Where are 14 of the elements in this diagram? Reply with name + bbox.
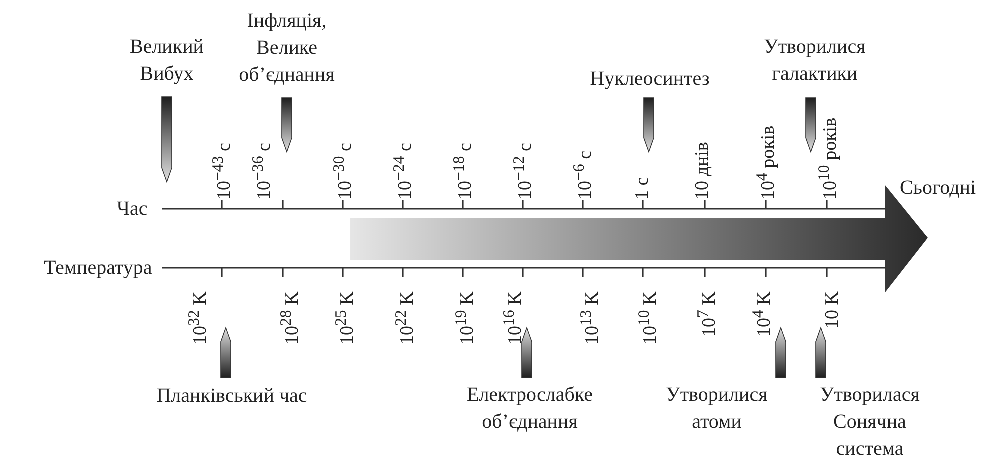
event-label: Планківський час — [156, 384, 308, 409]
event-label: Електрослабке об’єднання — [466, 383, 594, 435]
axis-label: Час — [117, 198, 148, 220]
event-label: Великий Вибух — [128, 35, 206, 87]
axis-label: Сьогодні — [900, 176, 976, 200]
temperature-tick-label: 10 K — [823, 292, 843, 329]
event-label: Утворилася Сонячна система — [819, 383, 921, 460]
event-label: Інфляція, Велике об’єднання — [238, 9, 336, 88]
time-tick-label: 10 днів — [693, 142, 713, 200]
event-label: Утворилися галактики — [763, 35, 867, 87]
time-tick-label: 1 с — [633, 177, 653, 200]
event-label: Утворилися атоми — [665, 383, 769, 435]
axis-label: Температура — [44, 256, 152, 280]
event-label: Нуклеосинтез — [589, 67, 711, 92]
